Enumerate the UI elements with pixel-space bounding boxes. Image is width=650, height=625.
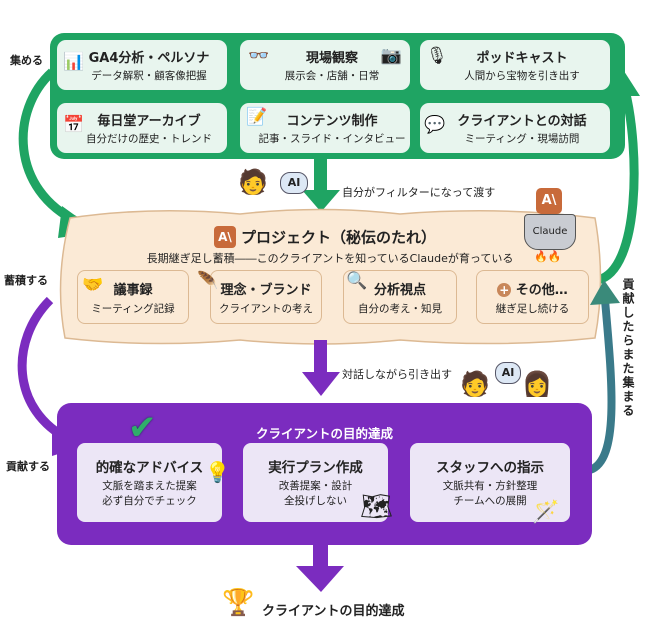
goal-arrow	[296, 566, 344, 592]
source-card: 📝 コンテンツ制作記事・スライド・インタビュー	[240, 103, 410, 153]
source-title: クライアントとの対話	[457, 114, 587, 129]
return-arrow	[596, 88, 639, 285]
camera-icon: 📷	[380, 46, 402, 66]
project-header: A\ プロジェクト（秘伝のたれ）	[0, 226, 650, 248]
glasses-icon: 👓	[248, 46, 270, 66]
sources-panel: 📊GA4分析・ペルソナデータ解釈・顧客像把握 👓 📷 現場観察展示会・店舗・日常 🎙…	[50, 33, 625, 159]
person-icon: 🧑	[460, 370, 490, 398]
source-title: コンテンツ制作	[286, 114, 378, 129]
notepad-icon: 📝	[246, 107, 268, 127]
project-item: + その他… 継ぎ足し続ける	[476, 270, 589, 324]
trophy-icon: 🏆	[222, 588, 255, 618]
item-title: 議事録	[113, 282, 153, 298]
pot-label: Claude	[524, 214, 576, 250]
conversation-icon: 💬	[424, 115, 446, 135]
item-title: 分析視点	[373, 282, 426, 298]
item-line: 改善提案・設計	[278, 480, 353, 492]
source-sub: 人間から宝物を引き出す	[464, 70, 580, 82]
item-sub: 継ぎ足し続ける	[495, 302, 570, 315]
item-sub: ミーティング記録	[91, 302, 175, 315]
item-title: 実行プラン作成	[268, 460, 363, 476]
source-card: 👓 📷 現場観察展示会・店舗・日常	[240, 40, 410, 90]
analytics-icon: 📊	[63, 52, 85, 72]
pass-arrow	[302, 190, 340, 212]
item-sub: クライアントの考え	[218, 302, 314, 315]
magic-wand-icon: 🪄	[532, 500, 560, 525]
item-line: 全投げしない	[284, 495, 347, 507]
item-line: チームへの展開	[453, 495, 527, 507]
source-title: ポッドキャスト	[476, 51, 568, 66]
outcome-item: スタッフへの指示文脈共有・方針整理チームへの展開	[410, 443, 570, 522]
filter-text: 自分がフィルターになって渡す	[342, 186, 496, 199]
item-line: 文脈共有・方針整理	[442, 480, 538, 492]
project-item: 🤝 議事録ミーティング記録	[77, 270, 189, 324]
ai-bubble: AI	[495, 362, 521, 384]
project-subtitle: 長期継ぎ足し蓄積――このクライアントを知っているClaudeが育っている	[146, 252, 514, 265]
ai-bubble: AI	[280, 172, 308, 194]
project-title: プロジェクト（秘伝のたれ）	[241, 228, 437, 247]
label-collect: 集める	[10, 54, 43, 67]
extract-arrow	[302, 372, 340, 396]
item-line: 文脈を踏まえた提案	[102, 480, 197, 492]
project-item: 🔍 分析視点自分の考え・知見	[343, 270, 457, 324]
person-icon: 👩	[522, 370, 552, 398]
item-sub: 自分の考え・知見	[358, 302, 442, 315]
map-compass-icon: 🗺	[360, 492, 394, 522]
source-card: 💬 クライアントとの対話ミーティング・現場訪問	[420, 103, 610, 153]
item-title: その他…	[515, 282, 568, 298]
brand-icon: 🪶	[197, 271, 219, 291]
project-item: 🪶理念・ブランドクライアントの考え	[197, 270, 322, 324]
project-blob	[59, 208, 602, 345]
goal-text: クライアントの目的達成	[262, 604, 405, 619]
source-card: 📅 毎日堂アーカイブ自分だけの歴史・トレンド	[57, 103, 227, 153]
collect-arrow	[18, 68, 80, 227]
microphone-icon: 🎙	[426, 46, 448, 66]
label-contribute: 貢献する	[6, 460, 50, 473]
dialog-text: 対話しながら引き出す	[342, 368, 452, 381]
handshake-icon: 🤝	[82, 275, 104, 295]
source-title: 毎日堂アーカイブ	[97, 114, 201, 129]
label-loop: 貢献したらまた集まる	[621, 278, 635, 418]
outcome-panel: クライアントの目的達成 的確なアドバイス文脈を踏まえた提案必ず自分でチェック 実…	[57, 403, 592, 545]
source-sub: ミーティング・現場訪問	[464, 133, 580, 145]
calendar-icon: 📅	[63, 115, 85, 135]
source-sub: 自分だけの歴史・トレンド	[86, 133, 212, 145]
source-sub: データ解釈・顧客像把握	[91, 70, 207, 82]
source-title: GA4分析・ペルソナ	[88, 51, 210, 66]
source-sub: 展示会・店舗・日常	[284, 70, 380, 82]
claude-logo-icon: A\	[213, 226, 236, 248]
lightbulb-icon: 💡	[205, 460, 230, 484]
item-title: 的確なアドバイス	[95, 460, 204, 476]
source-card: 📊GA4分析・ペルソナデータ解釈・顧客像把握	[57, 40, 227, 90]
claude-logo: A\	[536, 188, 562, 214]
source-card: 🎙 ポッドキャスト人間から宝物を引き出す	[420, 40, 610, 90]
source-title: 現場観察	[305, 51, 358, 66]
source-sub: 記事・スライド・インタビュー	[258, 133, 406, 145]
person-filter-icon: 🧑	[238, 168, 268, 196]
item-title: スタッフへの指示	[436, 460, 544, 476]
magnifier-icon: 🔍	[346, 271, 368, 291]
checkmark-icon: ✔	[128, 408, 157, 448]
outcome-item: 的確なアドバイス文脈を踏まえた提案必ず自分でチェック	[77, 443, 222, 522]
loop-arrow	[588, 299, 616, 474]
item-line: 必ず自分でチェック	[102, 495, 197, 507]
label-accumulate: 蓄積する	[4, 274, 48, 287]
outcome-item: 実行プラン作成改善提案・設計全投げしない	[243, 443, 388, 522]
outcome-title: クライアントの目的達成	[255, 426, 393, 441]
contribute-arrow	[17, 296, 73, 445]
claude-pot-icon: A\ Claude 🔥🔥	[520, 188, 580, 264]
item-title: 理念・ブランド	[220, 282, 312, 298]
plus-icon: +	[497, 282, 512, 297]
